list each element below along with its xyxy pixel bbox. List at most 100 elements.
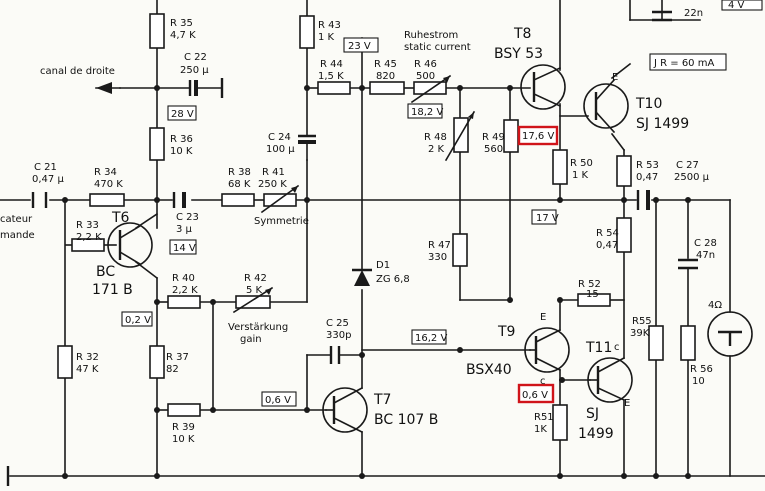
t7-type: BC 107 B (374, 412, 438, 428)
r46-name: R 46 (414, 59, 437, 70)
r51-value: 1K (534, 424, 547, 435)
r52-resistor (577, 293, 611, 307)
r48-name: R 48 (424, 132, 447, 143)
c23-name: C 23 (176, 212, 199, 223)
v17-6: 17,6 V (522, 131, 554, 142)
bc-type-line2: 171 B (92, 282, 133, 298)
r52-value: 15 (586, 289, 599, 300)
r44-resistor (317, 81, 351, 95)
e-label-t11: E (624, 398, 630, 409)
r33-resistor (71, 238, 105, 252)
capteur-line2: mande (0, 230, 35, 241)
r34-name: R 34 (94, 167, 117, 178)
r50-name: R 50 (570, 158, 593, 169)
r41-name: R 41 (262, 167, 285, 178)
t8-type: BSY 53 (494, 46, 543, 62)
r49-value: 560 (484, 144, 503, 155)
r47-name: R 47 (428, 240, 451, 251)
v0-6-red: 0,6 V (522, 390, 548, 401)
v0-6-left: 0,6 V (265, 395, 291, 406)
c25-value: 330p (326, 330, 351, 341)
speaker-4ohm (707, 311, 753, 357)
t11-type: SJ (586, 406, 599, 422)
voltage-boxes (121, 0, 763, 407)
c22-value: 250 μ (180, 65, 209, 76)
r33-value: 2,2 K (76, 232, 102, 243)
r34-resistor (89, 193, 125, 207)
c23-value: 3 μ (176, 224, 193, 235)
r55-resistor (648, 325, 664, 361)
r34-value: 470 K (94, 179, 123, 190)
r54-name: R 54 (596, 228, 619, 239)
r35-value: 4,7 K (170, 30, 196, 41)
c-label-t11: c (614, 342, 620, 353)
e-label-t9: E (540, 312, 546, 323)
r56-name: R 56 (690, 364, 713, 375)
v28: 28 V (171, 109, 194, 120)
v17: 17 V (536, 213, 559, 224)
r42-resistor (235, 295, 271, 309)
r36-value: 10 K (170, 146, 193, 157)
t11-name: T11 (585, 340, 612, 356)
static-current: static current (404, 42, 471, 53)
r36-name: R 36 (170, 134, 193, 145)
r40-resistor (167, 295, 201, 309)
r39-name: R 39 (172, 422, 195, 433)
r32-resistor (57, 345, 73, 379)
ohm-label: 4Ω (708, 300, 722, 311)
symmetrie: Symmetrie (254, 216, 309, 227)
r44-value: 1,5 K (318, 71, 344, 82)
c25-name: C 25 (326, 318, 349, 329)
r50-value: 1 K (572, 170, 589, 181)
verstaerkung: Verstärkung (228, 322, 288, 333)
text-labels: R 35 4,7 K R 43 1 K C 22 250 μ 23 V Ruhe… (0, 0, 745, 445)
r45-name: R 45 (374, 59, 397, 70)
c26-value: 22n (684, 8, 703, 19)
junction-dots (62, 85, 691, 479)
r37-value: 82 (166, 364, 179, 375)
r37-resistor (149, 345, 165, 379)
capacitors (31, 10, 698, 364)
r42-value: 5 K (246, 285, 263, 296)
t10-name: T10 (635, 96, 662, 112)
t9-type: BSX40 (466, 362, 512, 378)
t7-name: T7 (373, 392, 391, 408)
diode-d1 (352, 268, 372, 286)
r49-name: R 49 (482, 132, 505, 143)
r47-value: 330 (428, 252, 447, 263)
r41-resistor (263, 193, 297, 207)
c21-value: 0,47 μ (32, 174, 64, 185)
c28-value: 47n (696, 250, 715, 261)
capteur-line1: cateur (0, 214, 33, 225)
t10-type: SJ 1499 (636, 116, 689, 132)
v23: 23 V (348, 41, 371, 52)
output-arrow (95, 82, 121, 94)
t11-type-line2: 1499 (578, 426, 614, 442)
bc-type-line1: BC (96, 264, 115, 280)
c24-value: 100 μ (266, 144, 295, 155)
r40-name: R 40 (172, 273, 195, 284)
r56-value: 10 (692, 376, 705, 387)
potentiometer-arrows (232, 74, 476, 314)
canal-de-droite: canal de droite (40, 66, 115, 77)
c22-name: C 22 (184, 52, 207, 63)
c28-name: C 28 (694, 238, 717, 249)
ruhestrom: Ruhestrom (404, 30, 458, 41)
r39-resistor (167, 403, 201, 417)
v0-2: 0,2 V (125, 315, 151, 326)
r43-name: R 43 (318, 20, 341, 31)
c27-value: 2500 μ (674, 172, 710, 183)
r54-value: 0,47 (596, 240, 618, 251)
r51-resistor (552, 404, 568, 441)
transistors (107, 64, 633, 434)
r45-resistor (369, 81, 405, 95)
e-label-t10: E (612, 72, 618, 83)
v16-2: 16,2 V (415, 333, 447, 344)
r35-resistor (149, 13, 165, 49)
r37-name: R 37 (166, 352, 189, 363)
r44-name: R 44 (320, 59, 343, 70)
r46-resistor (413, 81, 447, 95)
r38-resistor (221, 193, 255, 207)
jr-label: J R = 60 mA (653, 58, 714, 69)
